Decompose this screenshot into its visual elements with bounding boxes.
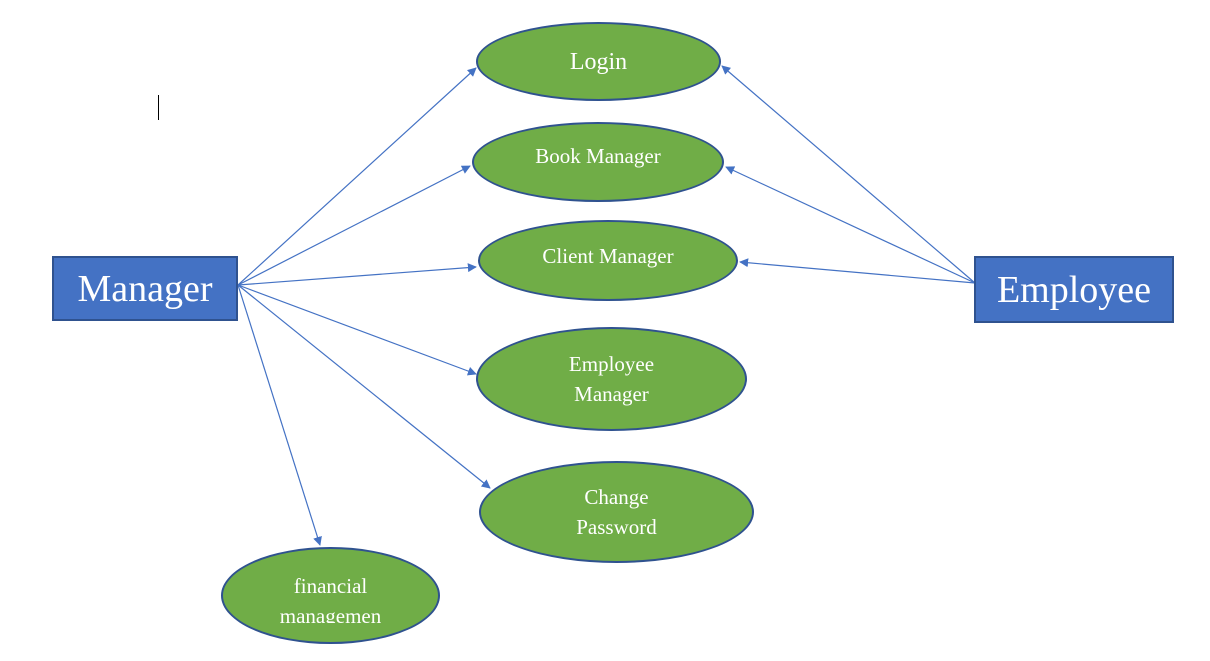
usecase-client-manager-label: Client Manager bbox=[542, 243, 674, 268]
usecase-change-password-line1: Change bbox=[584, 485, 649, 509]
arrow-manager-financial bbox=[237, 284, 322, 546]
usecase-login-label: Login bbox=[569, 48, 628, 75]
usecase-change-password-label: Change Password bbox=[570, 482, 663, 542]
usecase-employee-manager-label: Employee Manager bbox=[563, 349, 660, 409]
usecase-book-manager-label: Book Manager bbox=[535, 144, 661, 168]
usecase-change-password[interactable]: Change Password bbox=[479, 461, 754, 563]
actor-employee[interactable]: Employee bbox=[974, 256, 1174, 323]
arrow-manager-employee-manager bbox=[237, 284, 477, 376]
arrow-manager-client-manager bbox=[237, 263, 477, 286]
usecase-client-manager[interactable]: Client Manager bbox=[478, 220, 738, 301]
usecase-financial-line1: financial bbox=[293, 574, 368, 598]
usecase-book-manager[interactable]: Book Manager bbox=[472, 122, 724, 202]
usecase-financial-management[interactable]: financial managemen bbox=[221, 547, 440, 644]
arrow-manager-change-password bbox=[237, 284, 491, 489]
arrow-employee-client-manager bbox=[739, 258, 976, 284]
actor-employee-label: Employee bbox=[996, 268, 1152, 311]
usecase-login[interactable]: Login bbox=[476, 22, 721, 101]
actor-manager[interactable]: Manager bbox=[52, 256, 238, 321]
usecase-employee-manager-line2: Manager bbox=[574, 382, 649, 406]
usecase-financial-line2: managemen bbox=[279, 604, 382, 623]
actor-manager-label: Manager bbox=[77, 267, 213, 310]
usecase-financial-label: financial managemen bbox=[223, 571, 438, 623]
arrow-employee-login bbox=[721, 65, 976, 284]
arrow-manager-book-manager bbox=[237, 165, 471, 286]
usecase-change-password-line2: Password bbox=[576, 515, 657, 539]
arrow-manager-login bbox=[237, 67, 477, 286]
text-cursor bbox=[158, 95, 159, 120]
usecase-employee-manager-line1: Employee bbox=[568, 352, 655, 376]
usecase-employee-manager[interactable]: Employee Manager bbox=[476, 327, 747, 431]
arrow-employee-book-manager bbox=[725, 166, 976, 284]
usecase-financial-clip: financial managemen bbox=[223, 549, 438, 623]
